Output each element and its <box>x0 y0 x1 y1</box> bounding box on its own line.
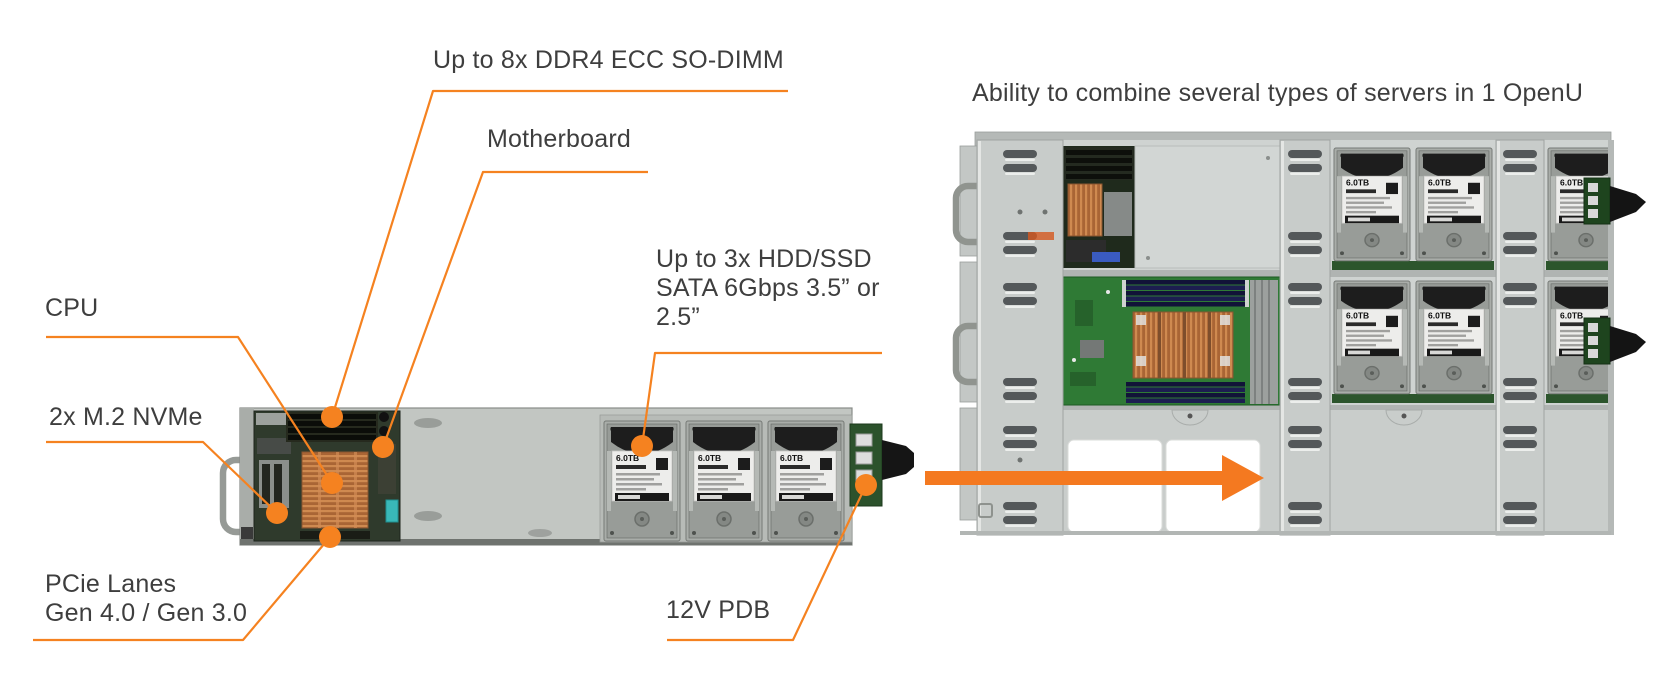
label-12v-pdb: 12V PDB <box>666 596 771 624</box>
module-cover-panel <box>1134 145 1281 269</box>
chassis-drive-bay-2: 6.0TB 6.0TB <box>1546 147 1608 403</box>
label-pcie-line1: PCie Lanes <box>45 570 177 598</box>
drive-capacity-label: 6.0TB <box>698 453 721 463</box>
callout-line-hdd <box>640 351 882 447</box>
callout-dot-m2 <box>266 502 288 524</box>
drive-capacity-label: 6.0TB <box>1346 311 1369 321</box>
callout-dot-hdd <box>631 435 653 457</box>
callout-dot-ddr4 <box>321 406 343 428</box>
cpu-heatsink-large <box>1132 311 1234 379</box>
sled-hdd-3 <box>767 420 845 542</box>
callout-line-pcie <box>33 536 331 642</box>
dimm-bank-bottom <box>1126 382 1245 403</box>
chassis-hdd-1 <box>1333 147 1411 262</box>
dimm-bank-top <box>1126 280 1245 307</box>
module-heatsink <box>1067 183 1103 237</box>
transfer-arrow <box>925 455 1264 501</box>
callout-dot-pcie <box>319 526 341 548</box>
chassis-connector-bottom <box>1583 317 1646 365</box>
chassis-columns <box>960 139 1614 536</box>
label-m2-nvme: 2x M.2 NVMe <box>49 403 203 431</box>
power-plug <box>882 440 914 480</box>
sled-hdd-2 <box>685 420 763 542</box>
chassis-hdd-3 <box>1333 280 1411 395</box>
sled-handle <box>219 456 244 536</box>
callout-line-m2 <box>46 440 278 514</box>
motherboard-module <box>1062 276 1281 406</box>
callout-line-motherboard <box>381 170 648 448</box>
compute-module-top <box>1063 145 1281 269</box>
callout-line-ddr4 <box>330 89 788 418</box>
callout-dots <box>266 406 877 548</box>
chassis-connector-top <box>1583 177 1646 225</box>
drive-capacity-label: 6.0TB <box>1560 311 1583 321</box>
callout-line-pdb <box>667 484 867 642</box>
drive-capacity-labels: 6.0TB 6.0TB 6.0TB 6.0TB 6.0TB 6.0TB 6.0T… <box>616 178 1451 463</box>
chassis-hdd-2 <box>1415 147 1493 262</box>
chassis-drive-bay-1 <box>1332 147 1494 403</box>
callout-line-cpu <box>46 335 333 484</box>
label-cpu: CPU <box>45 294 99 322</box>
sata-connector <box>385 499 399 523</box>
callout-dot-motherboard <box>372 436 394 458</box>
label-pcie-lanes: PCie Lanes Gen 4.0 / Gen 3.0 <box>45 570 247 628</box>
chassis-handle-top <box>952 182 978 246</box>
label-hdd-ssd: Up to 3x HDD/SSD SATA 6Gbps 3.5” or 2.5” <box>656 245 880 331</box>
callout-lines <box>33 89 882 642</box>
chassis-handle-bottom <box>952 322 978 386</box>
label-pcie-line2: Gen 4.0 / Gen 3.0 <box>45 599 248 627</box>
label-motherboard: Motherboard <box>487 125 631 153</box>
chassis-title: Ability to combine several types of serv… <box>972 79 1584 107</box>
chassis-hdd-4 <box>1415 280 1493 395</box>
drive-capacity-label: 6.0TB <box>1560 178 1583 188</box>
drive-capacity-label: 6.0TB <box>616 453 639 463</box>
callout-dot-cpu <box>321 472 343 494</box>
server-sled <box>219 407 914 546</box>
callout-dot-pdb <box>855 474 877 496</box>
drive-capacity-label: 6.0TB <box>1346 178 1369 188</box>
drive-capacity-label: 6.0TB <box>1428 178 1451 188</box>
sled-drive-bay <box>599 414 853 543</box>
drive-capacity-label: 6.0TB <box>780 453 803 463</box>
label-ddr4: Up to 8x DDR4 ECC SO-DIMM <box>433 46 784 74</box>
drive-capacity-label: 6.0TB <box>1428 311 1451 321</box>
